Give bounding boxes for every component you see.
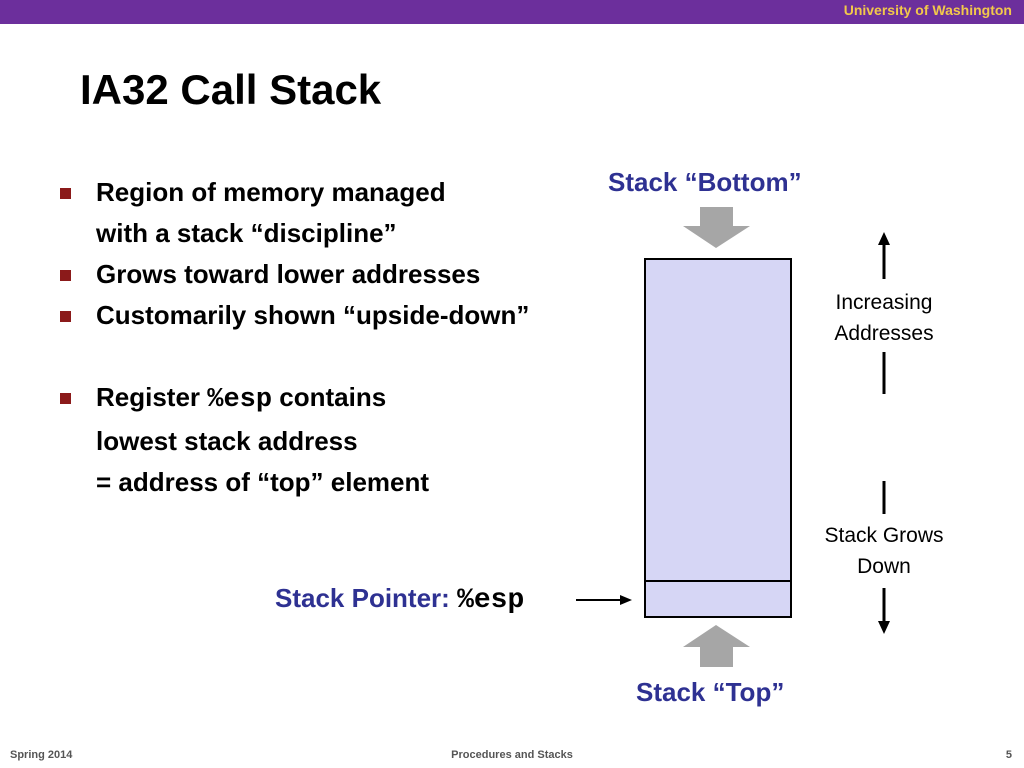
stack-pointer-label: Stack Pointer: %esp (275, 583, 524, 616)
bullet-item: Register %esp contains lowest stack addr… (58, 377, 618, 503)
bullet-text-first-line: Register %esp contains (96, 377, 618, 421)
up-arrow-icon (878, 232, 890, 245)
bullet-item: Region of memory managed with a stack “d… (58, 172, 618, 254)
bullet-square-icon (60, 311, 71, 322)
stack-pointer-text: Stack Pointer: (275, 583, 458, 613)
bullet-text: with a stack “discipline” (96, 218, 397, 248)
bullet-text-suffix: contains (272, 382, 387, 412)
stack-region (644, 258, 792, 618)
stack-top-divider (644, 580, 792, 582)
bullet-square-icon (60, 393, 71, 404)
stack-pointer-register: %esp (457, 585, 525, 616)
bullet-text: Grows toward lower addresses (96, 259, 481, 289)
grows-line-2: Down (857, 555, 911, 578)
bullet-square-icon (60, 270, 71, 281)
stack-bottom-label: Stack “Bottom” (608, 167, 802, 197)
down-arrow-icon (878, 621, 890, 634)
down-block-arrow-icon (683, 207, 750, 248)
grows-line-1: Stack Grows (824, 524, 944, 547)
institution-name: University of Washington (843, 2, 1012, 18)
bullet-item: Customarily shown “upside-down” (58, 295, 618, 336)
stack-top-label: Stack “Top” (636, 677, 785, 707)
increasing-addresses-label: Increasing Addresses (809, 287, 959, 349)
stack-grows-label: Stack Grows Down (809, 520, 959, 582)
bullet-list: Region of memory managed with a stack “d… (58, 172, 618, 503)
footer-topic: Procedures and Stacks (451, 749, 573, 761)
header-bar: University of Washington (0, 0, 1024, 24)
increasing-line-2: Addresses (834, 322, 934, 345)
increasing-line-1: Increasing (835, 291, 933, 314)
up-block-arrow-icon (683, 625, 750, 667)
bullet-item: Grows toward lower addresses (58, 254, 618, 295)
slide-title: IA32 Call Stack (80, 66, 382, 113)
bullet-text: = address of “top” element (96, 467, 430, 497)
bullet-text: Customarily shown “upside-down” (96, 300, 530, 330)
footer-page-number: 5 (1005, 749, 1012, 761)
pointer-arrow-icon (620, 595, 632, 605)
footer-term: Spring 2014 (10, 749, 73, 761)
bullet-square-icon (60, 188, 71, 199)
register-code: %esp (207, 385, 273, 415)
bullet-text: lowest stack address (96, 426, 358, 456)
bullet-text-prefix: Register (96, 382, 208, 412)
bullet-text: Region of memory managed (96, 177, 446, 207)
